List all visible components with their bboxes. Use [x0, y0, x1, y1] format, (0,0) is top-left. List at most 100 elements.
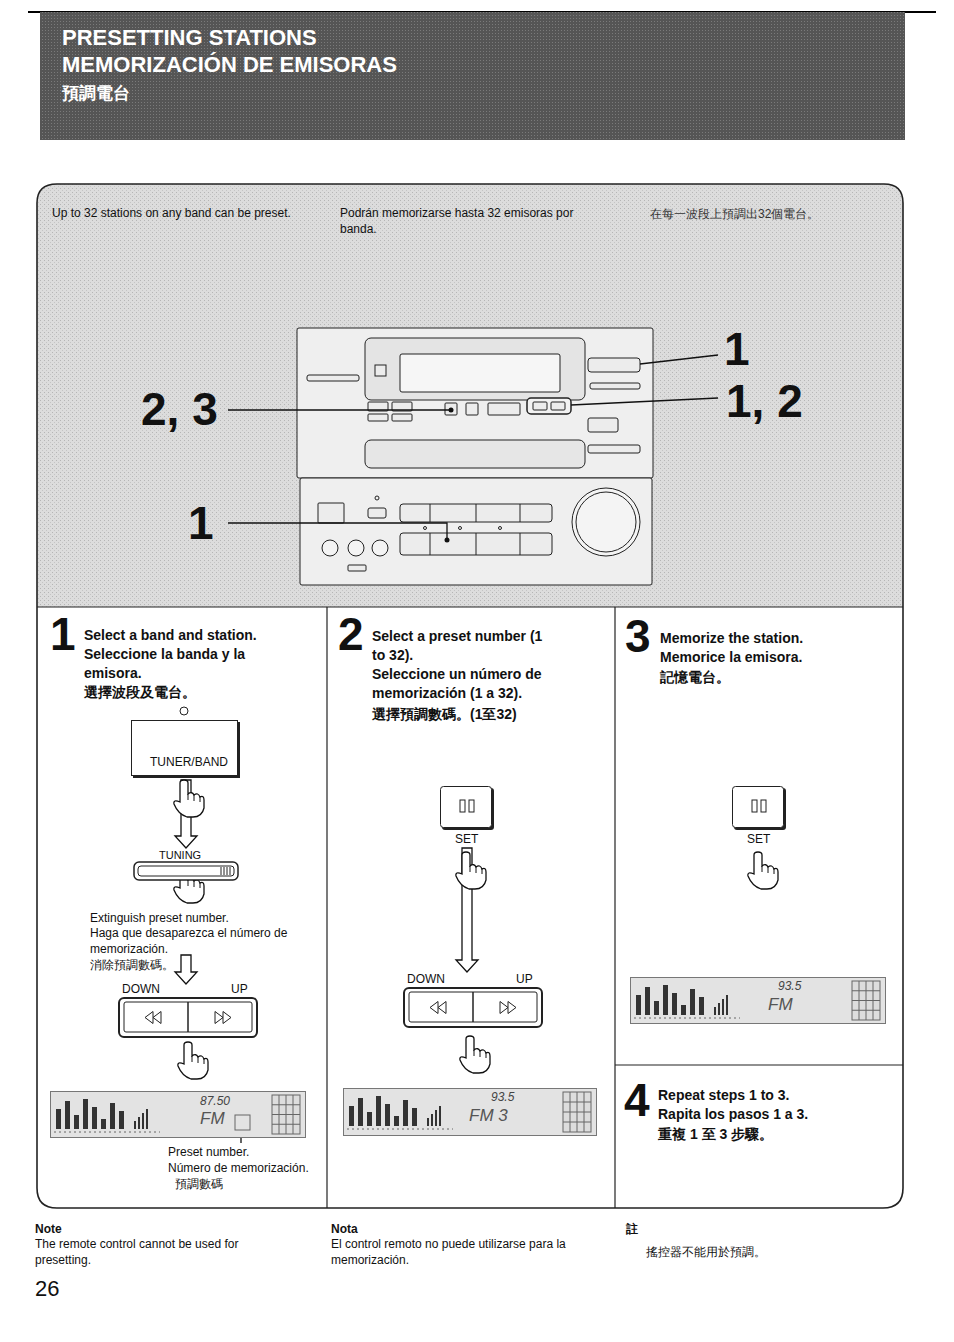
- cassette-door: [400, 533, 552, 555]
- divider: [520, 533, 521, 555]
- set-mark: [761, 800, 766, 812]
- display-readout: 87.50: [200, 1094, 230, 1110]
- arrow-symbol: [223, 1012, 231, 1024]
- display-window: [400, 354, 560, 392]
- scale-line: [634, 1018, 740, 1019]
- title-text: 預調電台: [62, 84, 130, 103]
- deck-body: [300, 478, 652, 585]
- note-text: Haga que desaparezca el número de memori…: [90, 926, 308, 957]
- level-bar: [92, 1107, 97, 1129]
- leader-dot: [445, 538, 450, 543]
- button: [368, 508, 386, 518]
- signal-bar: [714, 1007, 716, 1015]
- divider: [476, 504, 477, 522]
- arrow-symbol: [145, 1012, 153, 1024]
- grid-line: [563, 1122, 591, 1123]
- note-text: Extinguish preset number.: [90, 911, 310, 927]
- display-frame: [365, 338, 585, 400]
- hand-crease: [470, 866, 482, 874]
- page-number: 26: [35, 1278, 59, 1300]
- level-bar: [367, 1112, 372, 1126]
- step-panel: SETDOWNUP93.5FM 32Select a preset number…: [327, 607, 615, 1207]
- pointing-hand: [174, 780, 204, 817]
- slot: [307, 375, 359, 381]
- rocker-divider: [472, 992, 474, 1022]
- arrow-symbol: [500, 1002, 508, 1014]
- slider-grip: [230, 867, 231, 875]
- callout-number: 1: [50, 611, 76, 657]
- signal-bar: [138, 1117, 140, 1129]
- lcd-display: 93.5FM: [630, 977, 886, 1024]
- note-text: Preset number.: [168, 1145, 249, 1161]
- led: [424, 527, 427, 530]
- hand-crease: [192, 1056, 204, 1064]
- heading: Seleccione un número de memorización (1 …: [372, 665, 582, 703]
- note-text: 搖控器不能用於預調。: [646, 1245, 766, 1261]
- button: [488, 403, 520, 415]
- power-button: [318, 503, 344, 523]
- btn-graphic: [131, 720, 242, 780]
- callout-number: 3: [625, 613, 651, 659]
- signal-bar: [439, 1106, 441, 1126]
- step-panel: TUNER/BANDTUNINGDOWNUP87.50FM1Select a b…: [37, 607, 327, 1207]
- slider-inner: [138, 866, 234, 876]
- signal-bar: [435, 1110, 437, 1126]
- set-mark: [469, 800, 474, 812]
- level-bar: [645, 987, 650, 1015]
- level-bar: [672, 993, 677, 1015]
- grid-line: [852, 1000, 880, 1001]
- hand-crease: [188, 880, 200, 888]
- arrow-symbol: [438, 1002, 446, 1014]
- lcd-frame: [344, 1089, 597, 1136]
- set-mark: [460, 800, 465, 812]
- callout-number: 2, 3: [141, 386, 218, 432]
- level-bar: [681, 1005, 686, 1015]
- grid-line: [272, 1114, 300, 1115]
- title-band: PRESETTING STATIONSMEMORIZACIÓN DE EMISO…: [40, 12, 905, 140]
- jack: [372, 540, 388, 556]
- set-button: SET: [440, 786, 496, 848]
- level-bar: [358, 1098, 363, 1126]
- note-text: Número de memorización.: [168, 1161, 309, 1177]
- step-divider: [614, 607, 615, 1208]
- led: [499, 527, 502, 530]
- heading: 選擇預調數碼。(1至32): [372, 705, 517, 724]
- step-divider: [615, 1064, 903, 1065]
- scale-line: [347, 1129, 453, 1130]
- heading: Rapita los pasos 1 a 3.: [658, 1105, 893, 1124]
- callout-number: 1: [188, 500, 214, 546]
- grid-line: [563, 1112, 591, 1113]
- level-bar: [101, 1119, 106, 1129]
- arrow-symbol: [153, 1012, 161, 1024]
- button-strip: [590, 383, 640, 389]
- tuning-slider: TUNING: [133, 848, 239, 882]
- title-text: PRESETTING STATIONS: [62, 28, 317, 47]
- button-label: UP: [516, 972, 533, 988]
- heading: Select a band and station.: [84, 626, 309, 645]
- display-readout: FM 3: [469, 1106, 508, 1125]
- button-face: [441, 787, 492, 828]
- display-readout: 93.5: [491, 1090, 514, 1106]
- note-text: El control remoto no puede utilizarse pa…: [331, 1237, 593, 1268]
- scale-line: [54, 1132, 160, 1133]
- led: [375, 496, 379, 500]
- level-bar: [394, 1116, 399, 1126]
- button-face: [733, 787, 784, 828]
- button-strip: [588, 445, 640, 453]
- preset-digit-box: [235, 1115, 250, 1130]
- panel-ground: [37, 184, 903, 607]
- rocker-frame: [404, 988, 542, 1027]
- button-label: TUNER/BAND: [150, 755, 228, 771]
- leader-line: [228, 409, 451, 410]
- button: [533, 402, 547, 410]
- set-button: [445, 403, 457, 415]
- step-panel: SET93.5FM3Memorize the station.Memorice …: [615, 607, 903, 1065]
- note-text: 預調數碼: [175, 1177, 223, 1193]
- note-text: The remote control cannot be used for pr…: [35, 1237, 297, 1268]
- heading: Memorice la emisora.: [660, 648, 890, 667]
- grid-box: [852, 981, 880, 1020]
- heading: Seleccione la banda y la emisora.: [84, 645, 284, 683]
- down-up-button: DOWNUP: [118, 982, 258, 1038]
- heading: 選擇波段及電台。: [84, 683, 196, 702]
- divider: [430, 533, 431, 555]
